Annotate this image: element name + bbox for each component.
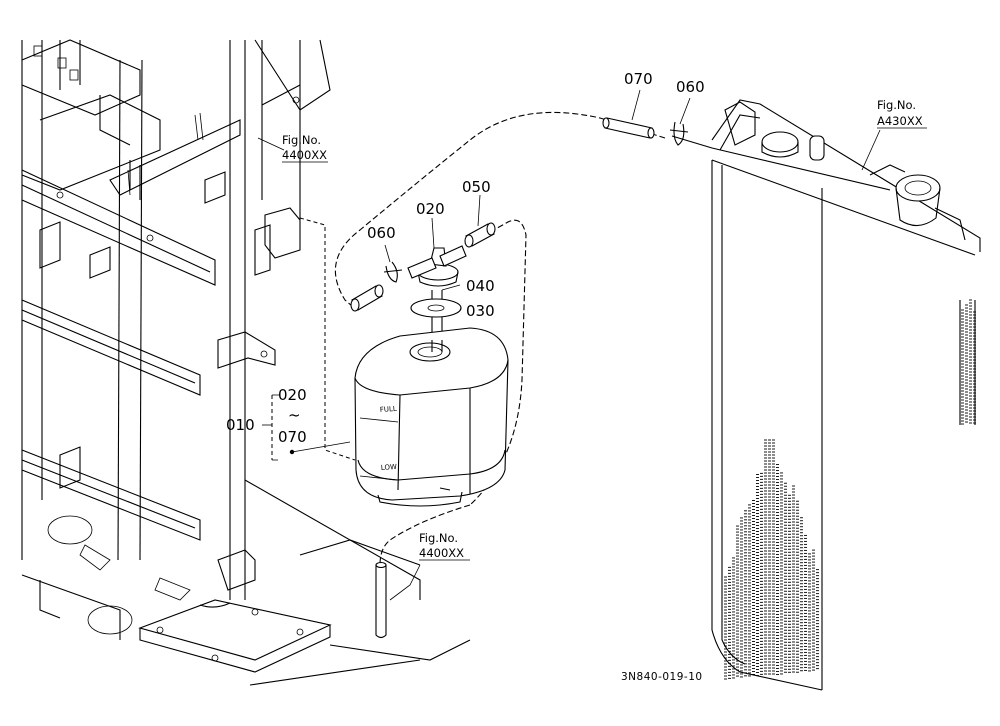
fig-ref-3-number: 4400XX [419, 546, 464, 560]
hose-070 [602, 117, 655, 139]
hose-short-left [350, 284, 384, 312]
fig-ref-1-number: 4400XX [282, 148, 327, 162]
fig-ref-3-label: Fig.No. [419, 531, 458, 545]
part-label-050: 050 [462, 178, 491, 196]
part-number-labels: 070 060 050 020 060 040 030 010 020 ~ 07… [226, 70, 705, 446]
radiator-core [724, 299, 976, 680]
part-label-020-range: 020 [278, 386, 307, 404]
part-label-070: 070 [624, 70, 653, 88]
part-label-040: 040 [466, 277, 495, 295]
part-label-070-range: 070 [278, 428, 307, 446]
lower-hose-fitting [375, 561, 387, 639]
drawing-code: 3N840-019-10 [621, 671, 703, 683]
fig-ref-2-number: A430XX [877, 114, 923, 128]
fig-ref-1-label: Fig.No. [282, 133, 321, 147]
washer-030 [410, 298, 462, 318]
radiator [711, 99, 981, 691]
part-label-060-right: 060 [676, 78, 705, 96]
figure-references: Fig.No. 4400XX Fig.No. A430XX Fig.No. 44… [282, 98, 927, 561]
reserve-tank-010: FULL LOW [354, 327, 509, 507]
clip-060-right [669, 121, 689, 146]
tank-full-mark: FULL [380, 405, 398, 414]
range-tilde: ~ [288, 406, 301, 424]
fig-ref-2-label: Fig.No. [877, 98, 916, 112]
tank-low-mark: LOW [381, 463, 398, 472]
tank-cap-020 [407, 245, 467, 287]
part-label-030: 030 [466, 302, 495, 320]
frame-structure [21, 39, 471, 686]
part-label-060-left: 060 [367, 224, 396, 242]
part-label-010: 010 [226, 416, 255, 434]
leader-lines [257, 89, 881, 601]
part-label-020: 020 [416, 200, 445, 218]
clip-060-left [383, 261, 403, 283]
hose-050 [464, 222, 496, 248]
